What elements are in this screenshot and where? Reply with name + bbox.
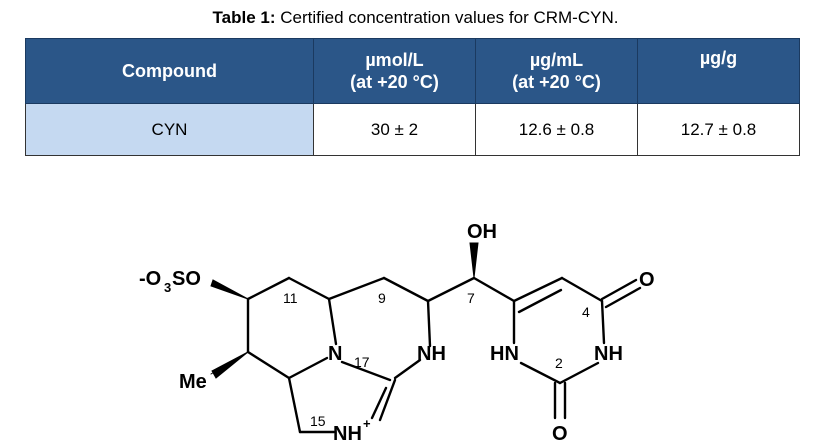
cell-ug-per-g: 12.7 ± 0.8 [637, 103, 800, 156]
cell-ug-per-ml: 12.6 ± 0.8 [475, 103, 638, 156]
ring-nitrogen-label: N [328, 343, 342, 365]
positive-charge-label: + [363, 416, 371, 431]
position-11-label: 11 [283, 290, 298, 306]
position-15-label: 15 [310, 413, 326, 429]
uracil-nh-label: NH [594, 343, 623, 365]
caption-label: Table 1: [212, 8, 276, 27]
so3-subscript-label: 3 [164, 280, 171, 295]
header-ug-per-g: µg/g [637, 38, 800, 104]
caption-text: Certified concentration values for CRM-C… [275, 8, 619, 27]
uracil-hn-label: HN [490, 343, 519, 365]
position-7-label: 7 [467, 290, 475, 306]
position-2-label: 2 [555, 355, 563, 371]
carbonyl-oxygen-top-label: O [639, 269, 655, 291]
concentration-table: Compound µmol/L (at +20 °C) µg/mL (at +2… [25, 38, 800, 156]
amine-nh-label: NH [417, 343, 446, 365]
cell-compound: CYN [25, 103, 314, 156]
position-4-label: 4 [582, 304, 590, 320]
position-17-label: 17 [354, 354, 370, 370]
header-umol-per-l: µmol/L (at +20 °C) [313, 38, 476, 104]
header-ug-per-ml: µg/mL (at +20 °C) [475, 38, 638, 104]
table-header-row: Compound µmol/L (at +20 °C) µg/mL (at +2… [25, 38, 800, 104]
header-compound: Compound [25, 38, 314, 104]
carbonyl-oxygen-bottom-label: O [552, 423, 568, 445]
table-row: CYN 30 ± 2 12.6 ± 0.8 12.7 ± 0.8 [25, 103, 800, 156]
table-caption: Table 1: Certified concentration values … [0, 8, 831, 28]
oh-label: OH [467, 221, 497, 243]
methyl-label: Me [179, 371, 207, 393]
so3-prefix-label: -O [139, 268, 161, 290]
cell-umol-per-l: 30 ± 2 [313, 103, 476, 156]
guanidinium-nh-label: NH [333, 423, 362, 445]
position-9-label: 9 [378, 290, 386, 306]
so3-suffix-label: SO [172, 268, 201, 290]
